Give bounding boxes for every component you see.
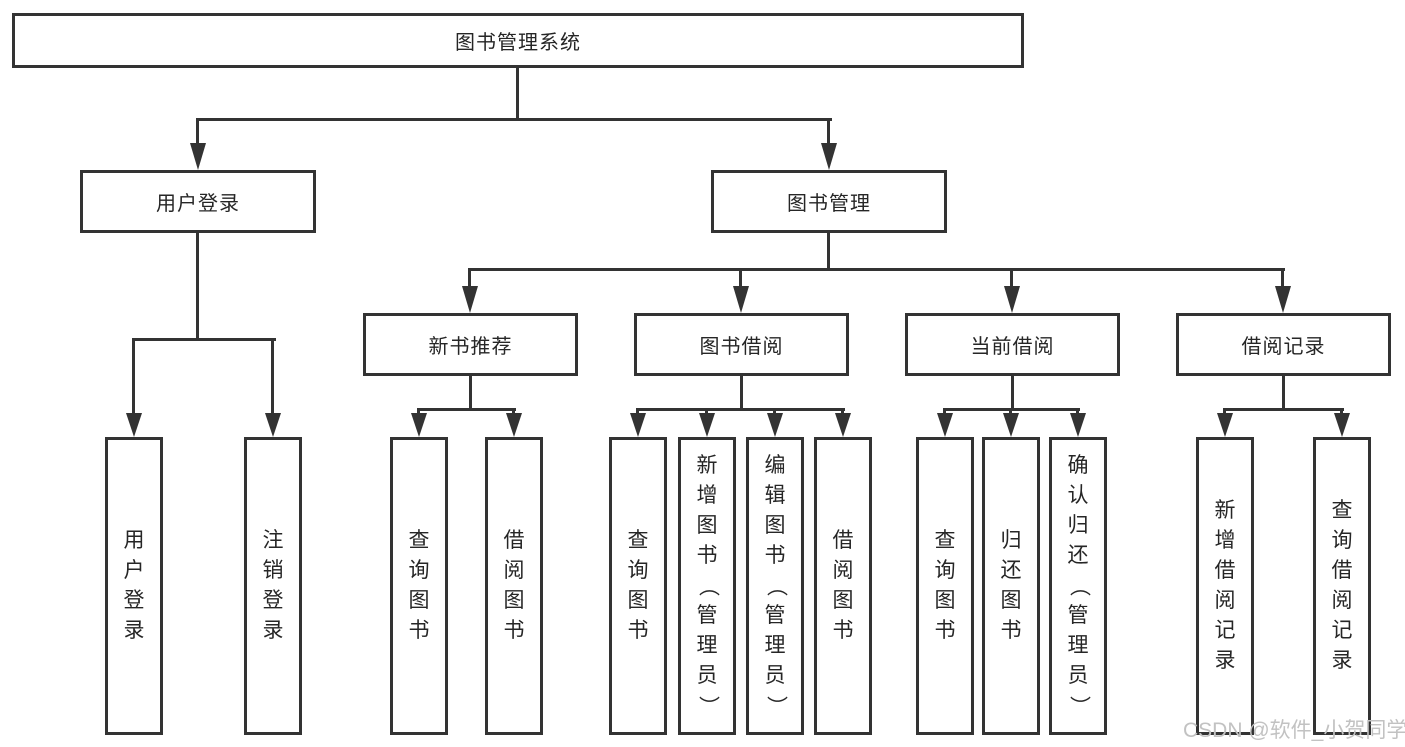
connector-line — [271, 338, 274, 416]
connector-line — [196, 118, 199, 150]
arrow-down-icon — [630, 413, 646, 437]
connector-line — [132, 338, 135, 416]
node-book-management: 图书管理 — [711, 170, 947, 233]
arrow-down-icon — [821, 143, 837, 170]
arrow-down-icon — [767, 413, 783, 437]
leaf-user-login: 用户登录 — [105, 437, 163, 735]
connector-line — [516, 68, 519, 120]
connector-line — [739, 268, 742, 292]
leaf-confirm-return-admin: 确认归还（管理员） — [1049, 437, 1107, 735]
node-label: 图书管理 — [787, 193, 871, 215]
node-new-book-recommendation: 新书推荐 — [363, 313, 578, 376]
leaf-add-books-admin: 新增图书（管理员） — [678, 437, 736, 735]
arrow-down-icon — [1334, 413, 1350, 437]
arrow-down-icon — [699, 413, 715, 437]
leaf-query-borrow-record: 查询借阅记录 — [1313, 437, 1371, 735]
watermark: CSDN @软件_小贺同学 — [1183, 719, 1405, 742]
connector-line — [827, 233, 830, 270]
connector-line — [133, 338, 276, 341]
connector-line — [196, 233, 199, 340]
connector-line — [1281, 268, 1284, 292]
leaf-return-books: 归还图书 — [982, 437, 1040, 735]
connector-line — [468, 268, 471, 292]
leaf-query-books: 查询图书 — [390, 437, 448, 735]
leaf-edit-books-admin: 编辑图书（管理员） — [746, 437, 804, 735]
leaf-query-books: 查询图书 — [609, 437, 667, 735]
connector-line — [636, 408, 845, 411]
arrow-down-icon — [1275, 286, 1291, 313]
node-user-login: 用户登录 — [80, 170, 316, 233]
node-label: 借阅记录 — [1241, 336, 1326, 358]
leaf-borrow-books: 借阅图书 — [485, 437, 543, 735]
arrow-down-icon — [835, 413, 851, 437]
arrow-down-icon — [126, 413, 142, 437]
node-borrowing-records: 借阅记录 — [1176, 313, 1391, 376]
arrow-down-icon — [1004, 286, 1020, 313]
leaf-query-books: 查询图书 — [916, 437, 974, 735]
arrow-down-icon — [411, 413, 427, 437]
arrow-down-icon — [937, 413, 953, 437]
node-label: 图书管理系统 — [455, 32, 581, 54]
leaf-borrow-books: 借阅图书 — [814, 437, 872, 735]
node-label: 用户登录 — [156, 193, 240, 215]
arrow-down-icon — [265, 413, 281, 437]
connector-line — [740, 376, 743, 410]
arrow-down-icon — [1070, 413, 1086, 437]
arrow-down-icon — [733, 286, 749, 313]
connector-line — [1282, 376, 1285, 410]
arrow-down-icon — [1003, 413, 1019, 437]
node-label: 当前借阅 — [970, 336, 1055, 358]
node-book-borrowing: 图书借阅 — [634, 313, 849, 376]
connector-line — [1010, 268, 1013, 292]
node-label: 图书借阅 — [699, 336, 784, 358]
connector-line — [827, 118, 830, 150]
connector-line — [196, 118, 832, 121]
connector-line — [468, 268, 1285, 271]
connector-line — [1223, 408, 1344, 411]
node-current-borrowing: 当前借阅 — [905, 313, 1120, 376]
arrow-down-icon — [506, 413, 522, 437]
node-library-management-system: 图书管理系统 — [12, 13, 1024, 68]
node-label: 新书推荐 — [428, 336, 513, 358]
connector-line — [469, 376, 472, 410]
leaf-add-borrow-record: 新增借阅记录 — [1196, 437, 1254, 735]
connector-line — [417, 408, 516, 411]
arrow-down-icon — [462, 286, 478, 313]
connector-line — [1011, 376, 1014, 410]
arrow-down-icon — [1217, 413, 1233, 437]
arrow-down-icon — [190, 143, 206, 170]
leaf-logout-login: 注销登录 — [244, 437, 302, 735]
